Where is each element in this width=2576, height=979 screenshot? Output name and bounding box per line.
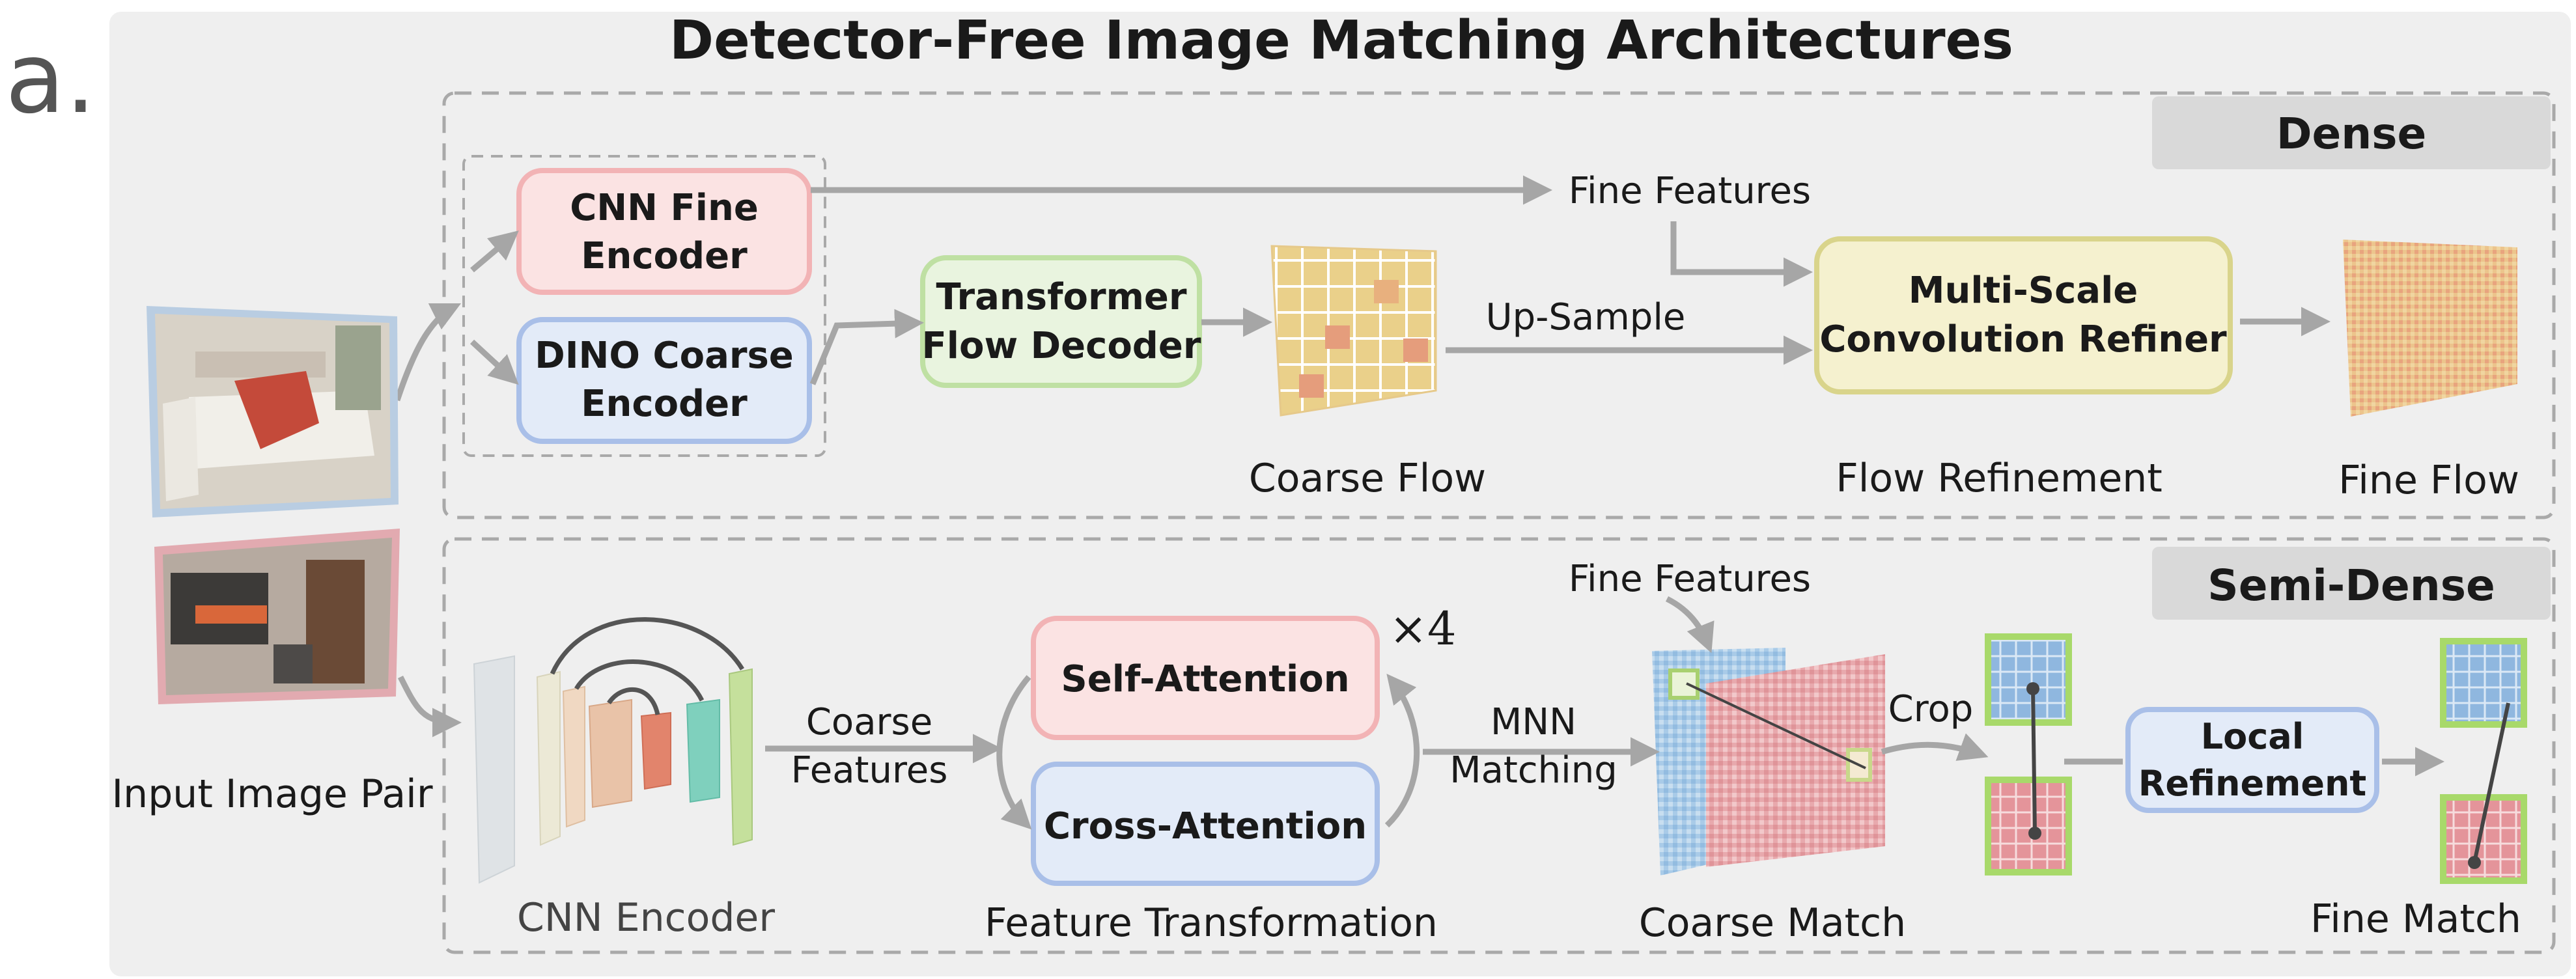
cnn-fine-encoder-box: CNN Fine Encoder bbox=[516, 168, 812, 295]
self-attention-box: Self-Attention bbox=[1031, 616, 1380, 740]
semi-dense-section-frame bbox=[442, 537, 2556, 954]
input-image-top bbox=[147, 306, 399, 517]
fine-match-label: Fine Match bbox=[2310, 896, 2521, 942]
mnn-matching-line1: MNN bbox=[1491, 701, 1576, 743]
refiner-line2: Convolution Refiner bbox=[1819, 318, 2227, 361]
coarse-match-maps bbox=[1652, 648, 1885, 876]
fine-features-label-dense: Fine Features bbox=[1569, 170, 1811, 212]
fine-match-patches bbox=[2440, 638, 2527, 884]
dense-tag-box bbox=[2152, 96, 2551, 169]
dense-arrows bbox=[394, 175, 2331, 402]
fine-features-label-semi: Fine Features bbox=[1569, 558, 1811, 600]
cnn-fine-encoder-line2: Encoder bbox=[581, 235, 748, 277]
coarse-features-line1: Coarse bbox=[806, 701, 932, 743]
coarse-flow-label: Coarse Flow bbox=[1249, 456, 1486, 501]
dino-coarse-encoder-line1: DINO Coarse bbox=[535, 335, 794, 377]
coarse-flow-grid bbox=[1270, 245, 1437, 417]
self-attention-label: Self-Attention bbox=[1061, 658, 1349, 700]
refiner-line1: Multi-Scale bbox=[1909, 269, 2138, 312]
coarse-features-line2: Features bbox=[791, 749, 948, 792]
cross-attention-box: Cross-Attention bbox=[1031, 762, 1380, 886]
local-refinement-line1: Local bbox=[2201, 716, 2304, 757]
transformer-flow-decoder-box: Transformer Flow Decoder bbox=[920, 255, 1202, 388]
semi-dense-tag: Semi-Dense bbox=[2207, 560, 2495, 611]
panel-letter: a. bbox=[5, 22, 96, 135]
mnn-matching-line2: Matching bbox=[1449, 749, 1617, 792]
repeat-x4-label: ×4 bbox=[1389, 602, 1456, 655]
encoder-group-frame bbox=[462, 155, 826, 457]
dense-section-frame bbox=[442, 91, 2556, 519]
input-image-pair-label: Input Image Pair bbox=[111, 771, 432, 817]
up-sample-label: Up-Sample bbox=[1486, 296, 1686, 338]
dino-coarse-encoder-line2: Encoder bbox=[581, 383, 748, 425]
multi-scale-refiner-box: Multi-Scale Convolution Refiner bbox=[1814, 236, 2233, 394]
dino-coarse-encoder-box: DINO Coarse Encoder bbox=[516, 317, 812, 444]
coarse-match-label: Coarse Match bbox=[1639, 900, 1906, 946]
cropped-patches bbox=[1985, 633, 2072, 876]
input-image-bottom bbox=[154, 529, 400, 704]
fine-flow-texture bbox=[2343, 240, 2517, 417]
semi-dense-arrows bbox=[397, 596, 2444, 830]
diagram-title: Detector-Free Image Matching Architectur… bbox=[669, 10, 2013, 72]
feature-transformation-label: Feature Transformation bbox=[985, 900, 1438, 946]
semi-dense-tag-box bbox=[2152, 547, 2551, 620]
crop-label: Crop bbox=[1888, 688, 1974, 730]
transformer-flow-decoder-line1: Transformer bbox=[936, 276, 1186, 318]
local-refinement-line2: Refinement bbox=[2138, 763, 2366, 804]
flow-refinement-label: Flow Refinement bbox=[1836, 456, 2163, 501]
cross-attention-label: Cross-Attention bbox=[1044, 805, 1367, 848]
cnn-encoder-blocks bbox=[473, 617, 753, 884]
cnn-encoder-label: CNN Encoder bbox=[517, 895, 775, 941]
fine-flow-label: Fine Flow bbox=[2338, 458, 2519, 503]
dense-tag: Dense bbox=[2276, 109, 2427, 159]
cnn-fine-encoder-line1: CNN Fine bbox=[570, 187, 759, 229]
local-refinement-box: Local Refinement bbox=[2125, 707, 2379, 813]
transformer-flow-decoder-line2: Flow Decoder bbox=[922, 325, 1201, 367]
